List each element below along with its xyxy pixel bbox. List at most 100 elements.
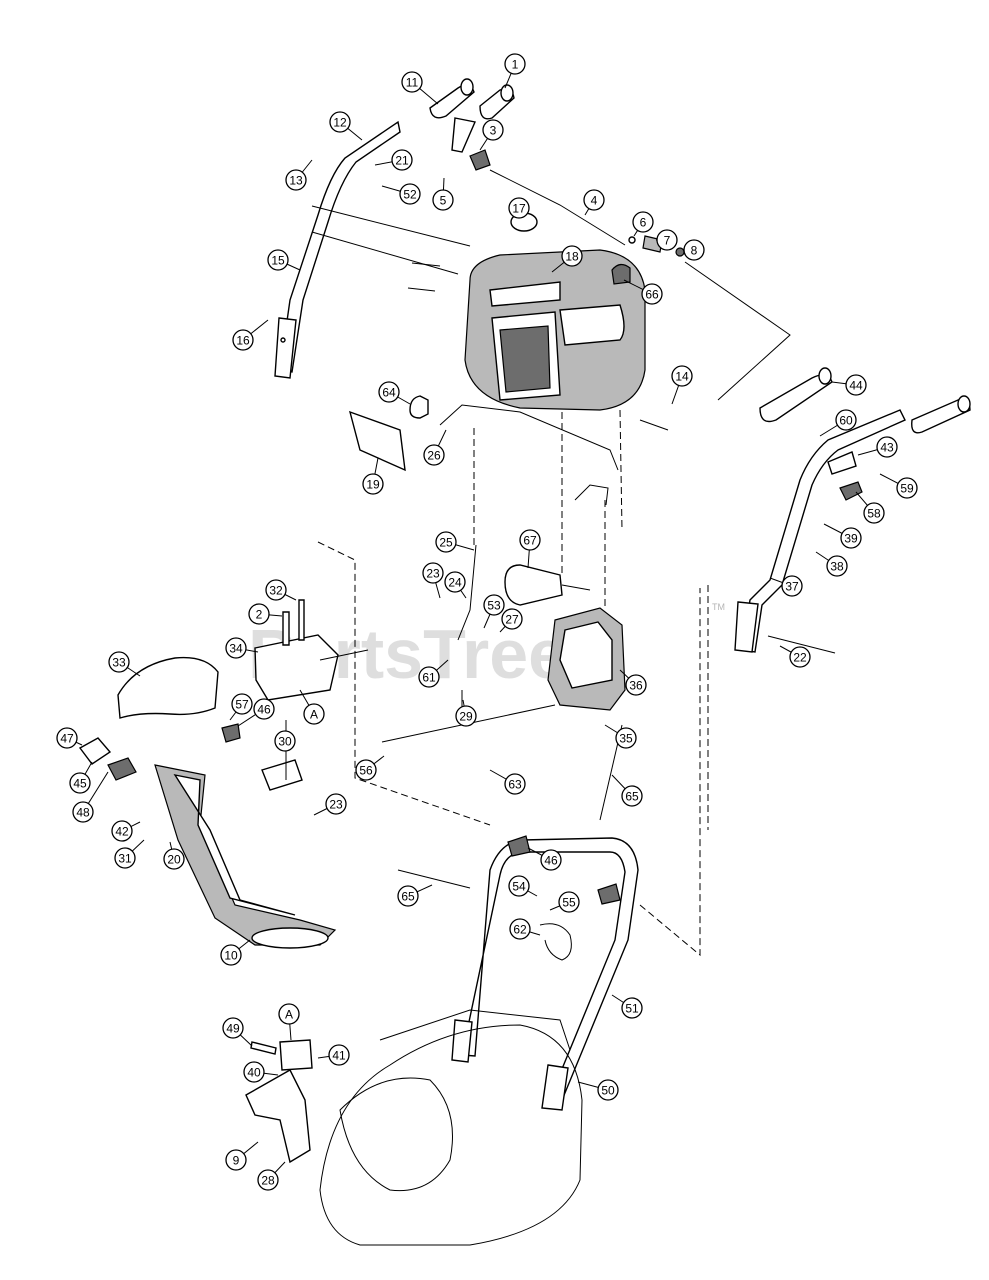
callout-46b: 46	[540, 849, 562, 871]
callout-circle	[163, 848, 185, 870]
callout-33: 33	[108, 651, 130, 673]
callout-circle	[56, 727, 78, 749]
callout-56: 56	[355, 759, 377, 781]
callout-45: 45	[69, 772, 91, 794]
callout-circle	[540, 849, 562, 871]
right-handle-grip	[759, 367, 971, 434]
callout-label: 22	[793, 651, 807, 665]
callout-circle	[621, 785, 643, 807]
callout-label: 58	[867, 507, 881, 521]
callout-label: 4	[591, 194, 598, 208]
callout-label: 46	[544, 854, 558, 868]
handle-knob	[507, 835, 531, 857]
callout-circle	[615, 727, 637, 749]
callout-17: 17	[508, 197, 530, 219]
callout-65b: 65	[397, 885, 419, 907]
callout-circle	[222, 1017, 244, 1039]
right-upper-handle	[734, 409, 906, 653]
chute-base-bracket	[245, 1069, 311, 1164]
callout-circle	[225, 637, 247, 659]
callout-label: 49	[226, 1022, 240, 1036]
callout-circle	[278, 1003, 300, 1025]
callout-label: 19	[366, 478, 380, 492]
callout-62: 62	[509, 918, 531, 940]
callout-11: 11	[401, 71, 423, 93]
callout-label: 60	[839, 414, 853, 428]
callout-65a: 65	[621, 785, 643, 807]
callout-59: 59	[896, 477, 918, 499]
callout-label: 36	[629, 679, 643, 693]
callout-label: 65	[625, 790, 639, 804]
callout-label: 35	[619, 732, 633, 746]
headlight	[409, 395, 429, 419]
callout-label: 32	[269, 584, 283, 598]
callout-circle	[625, 674, 647, 696]
callout-label: 17	[512, 202, 526, 216]
callout-circle	[111, 820, 133, 842]
callout-label: 54	[512, 880, 526, 894]
callout-circle	[896, 477, 918, 499]
callout-label: 20	[167, 853, 181, 867]
callout-circle	[362, 473, 384, 495]
callout-1: 1	[504, 53, 526, 75]
lever-bracket	[827, 451, 857, 475]
chute-lever	[457, 544, 477, 641]
callout-label: 7	[664, 234, 671, 248]
callout-label: 67	[523, 534, 537, 548]
callout-label: A	[310, 708, 318, 722]
callout-15: 15	[267, 249, 289, 271]
callout-label: 26	[427, 449, 441, 463]
callout-label: 63	[508, 778, 522, 792]
callout-8: 8	[683, 239, 705, 261]
callout-circle	[391, 149, 413, 171]
callout-circle	[303, 703, 325, 725]
left-handle-grip	[429, 78, 475, 119]
callout-circle	[508, 875, 530, 897]
callout-circle	[504, 773, 526, 795]
callout-7: 7	[656, 229, 678, 251]
callout-39: 39	[840, 527, 862, 549]
callout-label: 42	[115, 825, 129, 839]
callout-circle	[69, 772, 91, 794]
callout-label: 37	[785, 580, 799, 594]
callout-67: 67	[519, 529, 541, 551]
callout-label: 28	[261, 1174, 275, 1188]
callout-circle	[671, 365, 693, 387]
callout-label: 8	[691, 244, 698, 258]
chute-crank	[504, 564, 563, 606]
callout-circle	[422, 562, 444, 584]
callout-label: 18	[565, 250, 579, 264]
callout-label: 53	[487, 599, 501, 613]
callout-leaders	[66, 63, 908, 1181]
callout-circle	[355, 759, 377, 781]
callout-5: 5	[432, 189, 454, 211]
callout-circle	[231, 693, 253, 715]
chute-clip	[107, 757, 137, 781]
callout-label: 57	[235, 698, 249, 712]
callout-circle	[378, 381, 400, 403]
callout-label: 14	[675, 370, 689, 384]
callout-12: 12	[329, 111, 351, 133]
callout-label: 16	[236, 334, 250, 348]
callout-label: 34	[229, 642, 243, 656]
callout-14: 14	[671, 365, 693, 387]
callout-57: 57	[231, 693, 253, 715]
watermark-trademark: TM	[712, 602, 725, 612]
callout-20: 20	[163, 848, 185, 870]
callout-16: 16	[232, 329, 254, 351]
callout-label: 51	[625, 1002, 639, 1016]
chute-extension	[117, 656, 219, 719]
switch-bezel	[611, 263, 631, 285]
callout-circle	[267, 249, 289, 271]
callout-4: 4	[583, 189, 605, 211]
callout-label: 11	[406, 76, 419, 90]
callout-circle	[826, 555, 848, 577]
callout-label: 65	[401, 890, 415, 904]
callout-circle	[399, 183, 421, 205]
callout-label: 1	[512, 58, 519, 72]
callout-24: 24	[444, 571, 466, 593]
callout-circle	[444, 571, 466, 593]
chute-bracket	[78, 737, 112, 765]
callout-label: 55	[562, 896, 576, 910]
